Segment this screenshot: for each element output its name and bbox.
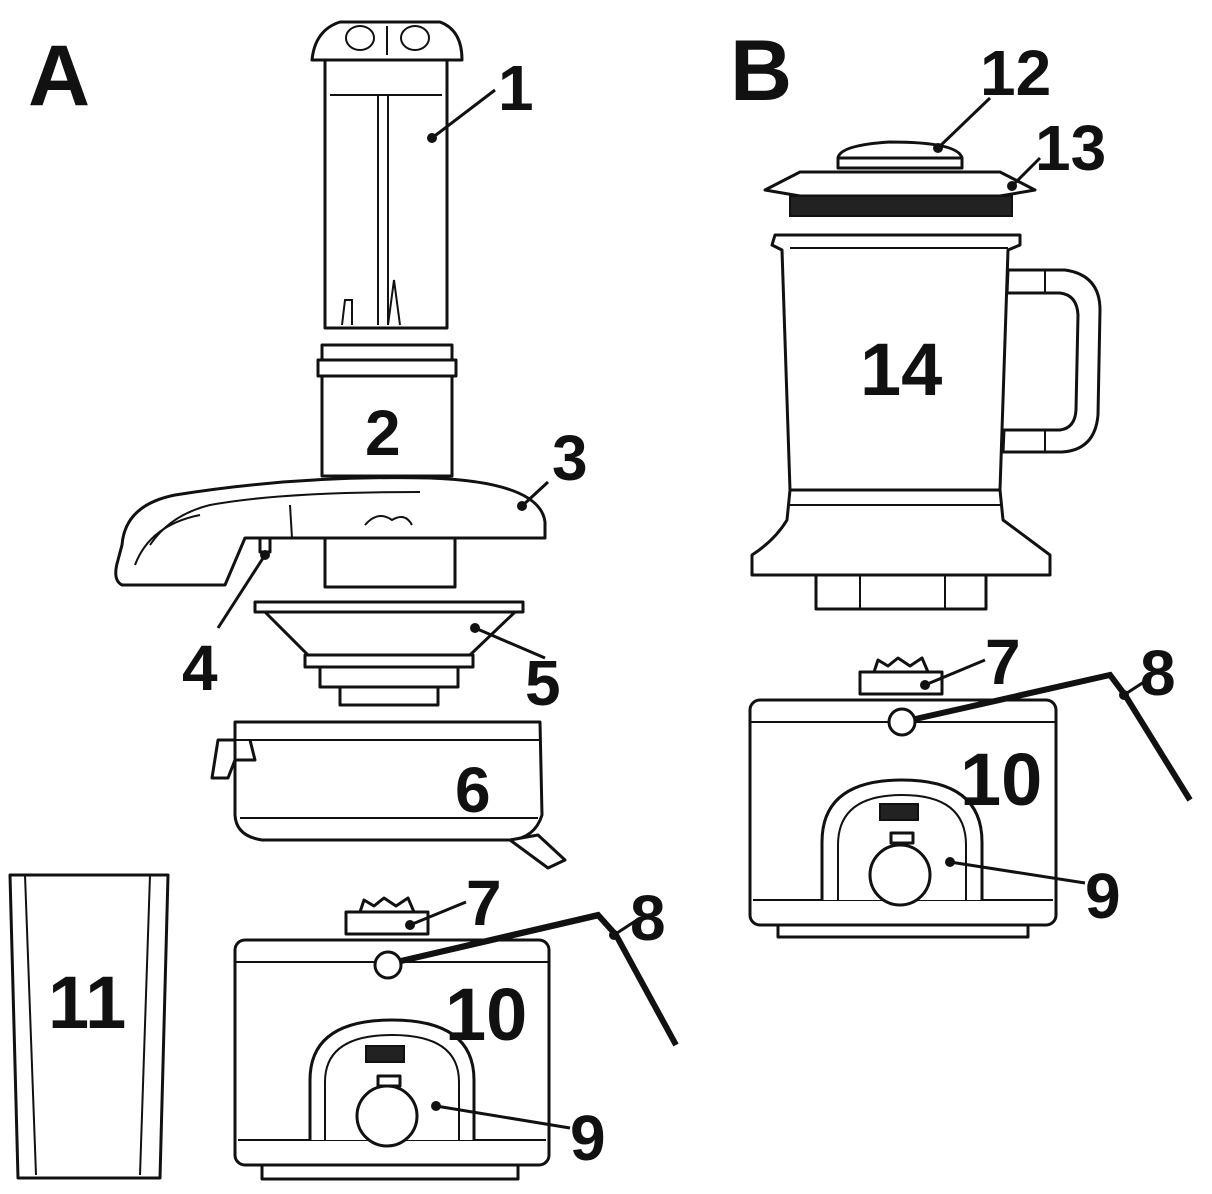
pointer-13 <box>1007 181 1017 191</box>
part-7-drive-coupling <box>344 896 430 936</box>
part-7-drive-coupling-b <box>858 656 944 696</box>
callout-a11: 11 <box>48 961 126 1044</box>
callout-b8: 8 <box>1140 637 1176 709</box>
part-1-food-pusher <box>310 20 464 330</box>
callout-b9: 9 <box>1085 860 1121 932</box>
leader-3 <box>520 480 550 508</box>
leader-4 <box>216 554 267 629</box>
part-6-juicer-bowl <box>210 720 567 870</box>
callout-a2: 2 <box>365 397 401 469</box>
part-9-control-knob <box>355 1084 419 1148</box>
leader-7b <box>924 658 986 687</box>
callout-b14: 14 <box>860 328 942 411</box>
part-4-locking-tab <box>258 536 272 554</box>
part-9-control-knob-b <box>868 843 932 907</box>
leader-8a <box>613 916 641 937</box>
cord-grommet-b <box>887 707 917 737</box>
pointer-4 <box>260 550 270 560</box>
pointer-5 <box>470 623 480 633</box>
pointer-8b <box>1119 690 1129 700</box>
callout-a10: 10 <box>445 973 527 1056</box>
callout-b12: 12 <box>980 37 1051 109</box>
leader-12 <box>936 96 992 150</box>
callout-a6: 6 <box>455 754 491 826</box>
part-13-blender-lid <box>763 170 1037 217</box>
pointer-7a <box>405 920 415 930</box>
part-8-power-cord-b <box>901 671 1193 802</box>
pointer-1 <box>427 133 437 143</box>
pointer-8a <box>609 930 619 940</box>
part-10-motor-base-b <box>748 698 1058 939</box>
leader-8b <box>1123 676 1151 697</box>
callout-a9: 9 <box>570 1102 606 1174</box>
part-8-power-cord <box>387 911 679 1047</box>
part-5-filter-basket <box>253 600 525 707</box>
callout-a4: 4 <box>182 632 218 704</box>
part-14-blender-jar <box>750 233 1102 611</box>
callout-b7: 7 <box>985 626 1021 698</box>
part-2-feed-chute <box>316 343 458 478</box>
leader-1 <box>431 88 496 140</box>
callout-b10: 10 <box>960 738 1042 821</box>
section-label-b: B <box>730 23 792 119</box>
pointer-9b <box>945 857 955 867</box>
section-label-a: A <box>28 28 90 124</box>
leader-9b <box>949 860 1086 885</box>
callout-a8: 8 <box>630 882 666 954</box>
pointer-9a <box>431 1101 441 1111</box>
callout-a1: 1 <box>498 52 534 124</box>
leader-7a <box>409 900 467 927</box>
callout-a5: 5 <box>525 647 561 719</box>
part-11-juice-jug <box>8 873 170 1180</box>
pointer-12 <box>933 143 943 153</box>
part-12-measuring-cap <box>836 140 964 170</box>
leader-9a <box>435 1104 571 1130</box>
callout-a3: 3 <box>552 422 588 494</box>
callout-b13: 13 <box>1035 112 1106 184</box>
pointer-7b <box>920 680 930 690</box>
leader-13 <box>1010 156 1042 188</box>
part-3-lid-cover <box>114 476 547 589</box>
leader-5 <box>474 626 546 660</box>
pointer-3 <box>517 501 527 511</box>
callout-a7: 7 <box>466 867 502 939</box>
cord-grommet <box>373 950 403 980</box>
